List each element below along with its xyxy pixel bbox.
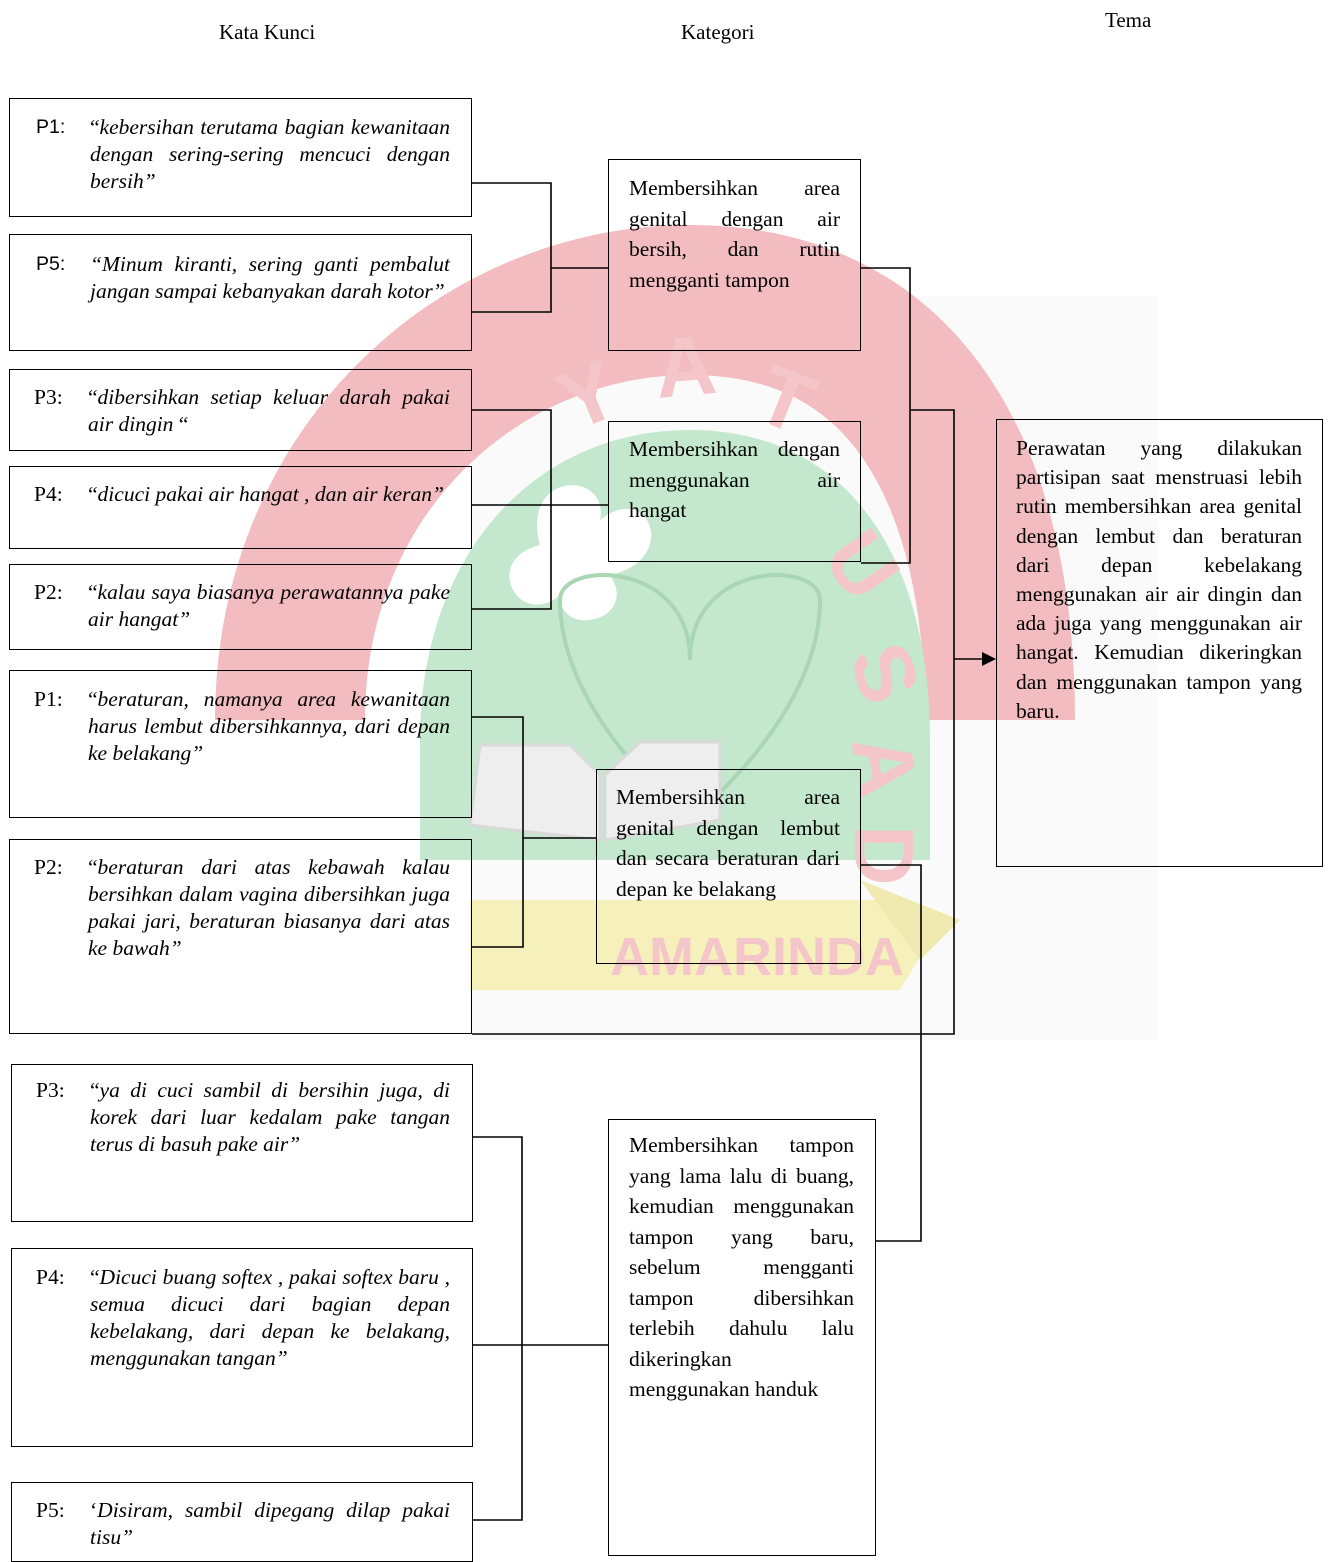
participant-label: P2:	[34, 855, 63, 879]
category-text-3: Membersihkan area genital dengan lembut …	[616, 785, 840, 901]
header-kategori: Kategori	[681, 20, 755, 44]
arrowhead-icon	[982, 652, 996, 666]
participant-label: P4:	[36, 1265, 65, 1289]
category-box-2	[608, 421, 861, 562]
keyword-box-5	[9, 564, 472, 650]
bracket-group-1	[472, 182, 552, 313]
category-text-2: Membersihkan dengan menggunakan air hang…	[629, 437, 840, 522]
bracket-categories-1-2	[861, 267, 911, 564]
quote-text: kalau saya biasanya perawatannya pake ai…	[88, 580, 450, 631]
keyword-box-3	[9, 369, 472, 451]
quote-text: Disiram, sambil dipegang dilap pakai tis…	[90, 1498, 450, 1549]
participant-label: P1:	[34, 687, 63, 711]
participant-label: P3:	[36, 1078, 65, 1102]
keyword-quote-10: P5: ‘Disiram, sambil dipegang dilap paka…	[36, 1497, 450, 1551]
bracket-categories-3-4	[861, 864, 922, 1242]
keyword-box-9	[11, 1248, 473, 1447]
keyword-quote-7: P2: “beraturan dari atas kebawah kalau b…	[34, 854, 450, 962]
open-quote: “	[90, 1078, 100, 1102]
keyword-box-6	[9, 670, 472, 818]
keyword-quote-9: P4: “Dicuci buang softex , pakai softex …	[36, 1264, 450, 1372]
participant-label: P2:	[34, 580, 63, 604]
quote-text: “Minum kiranti, sering ganti pembalut ja…	[90, 252, 450, 303]
quote-text: beraturan dari atas kebawah kalau bersih…	[88, 855, 450, 960]
quote-text: dibersihkan setiap keluar darah pakai ai…	[88, 385, 450, 436]
bracket-group-3	[472, 716, 524, 948]
participant-label: P1:	[36, 116, 66, 138]
keyword-quote-3: P3: “dibersihkan setiap keluar darah pak…	[34, 384, 450, 438]
quote-text: ya di cuci sambil di bersihin juga, di k…	[90, 1078, 450, 1156]
category-text-4: Membersihkan tampon yang lama lalu di bu…	[629, 1133, 854, 1401]
keyword-quote-2: P5: “Minum kiranti, sering ganti pembalu…	[36, 251, 450, 305]
participant-label: P5:	[36, 1498, 65, 1522]
quote-text: kebersihan terutama bagian kewanitaan de…	[90, 115, 450, 193]
keyword-box-8	[11, 1064, 473, 1222]
open-quote: “	[90, 115, 100, 139]
keyword-box-7	[9, 839, 472, 1034]
participant-label: P4:	[34, 482, 63, 506]
header-tema: Tema	[1105, 8, 1152, 32]
category-text-1: Membersihkan area genital dengan air ber…	[629, 176, 840, 292]
participant-label: P3:	[34, 385, 63, 409]
watermark-letter-d: D	[837, 825, 931, 886]
theme-text: Perawatan yang dilakukan partisipan saat…	[1016, 436, 1302, 723]
keyword-box-1	[9, 98, 472, 217]
open-quote: “	[88, 687, 98, 711]
bracket-group-4	[473, 1136, 523, 1521]
keyword-quote-5: P2: “kalau saya biasanya perawatannya pa…	[34, 579, 450, 633]
keyword-quote-8: P3: “ya di cuci sambil di bersihin juga,…	[36, 1077, 450, 1158]
close-quote: “	[173, 412, 189, 436]
keyword-quote-4: P4: “dicuci pakai air hangat , dan air k…	[34, 481, 450, 508]
link-to-theme-spine	[472, 409, 955, 1035]
keyword-quote-1: P1: “kebersihan terutama bagian kewanita…	[36, 114, 450, 195]
open-quote: “	[90, 1265, 100, 1289]
category-box-1	[608, 159, 861, 351]
quote-text: Dicuci buang softex , pakai softex baru …	[90, 1265, 450, 1370]
keyword-box-2	[9, 234, 472, 351]
bracket-group-2	[472, 409, 552, 610]
watermark-letter-a: A	[651, 317, 720, 416]
theme-box	[996, 419, 1323, 867]
participant-label: P5:	[36, 253, 66, 275]
quote-text: beraturan, namanya area kewanitaan harus…	[88, 687, 450, 765]
quote-text: dicuci pakai air hangat , dan air keran”	[97, 482, 444, 506]
header-kata-kunci: Kata Kunci	[219, 20, 316, 44]
keyword-box-4	[9, 466, 472, 549]
open-quote: ‘	[90, 1498, 98, 1522]
category-box-3	[596, 769, 861, 964]
open-quote: “	[88, 385, 98, 409]
keyword-quote-6: P1: “beraturan, namanya area kewanitaan …	[34, 686, 450, 767]
open-quote: “	[88, 855, 98, 879]
open-quote: “	[88, 580, 98, 604]
watermark-banner-text: AMARINDA	[610, 927, 904, 987]
open-quote: “	[88, 482, 98, 506]
